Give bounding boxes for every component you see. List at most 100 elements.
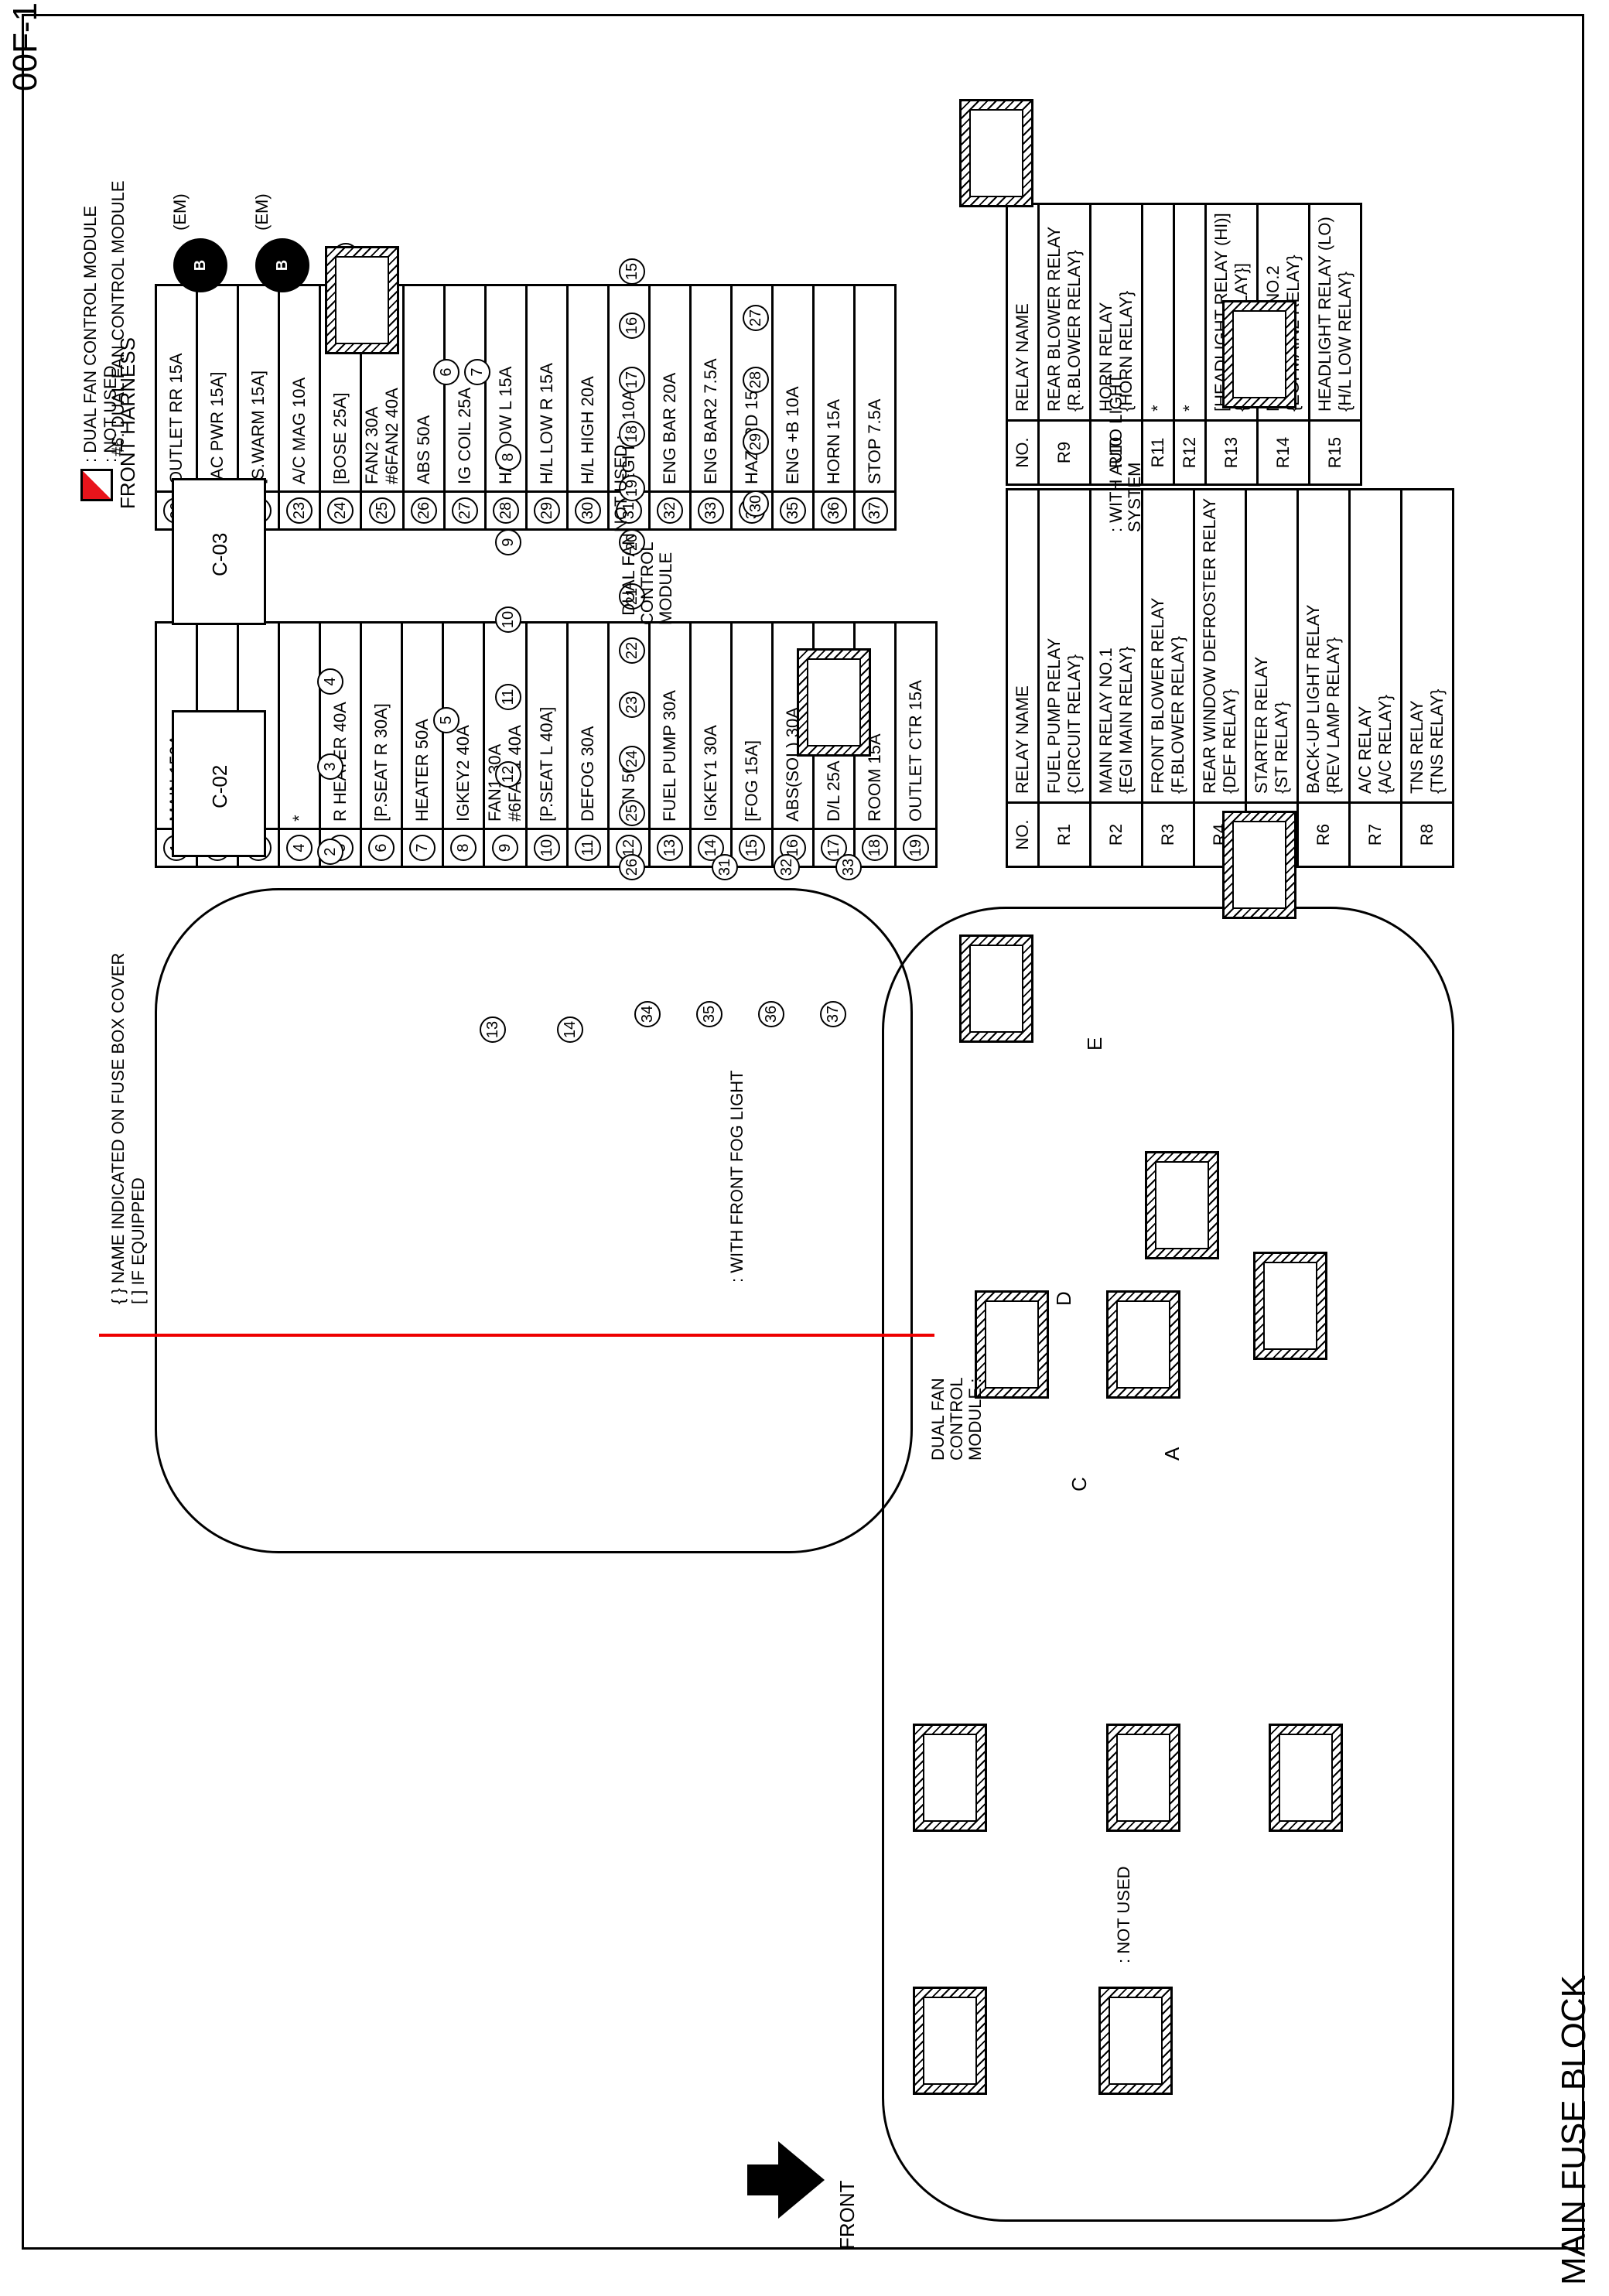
fuse-name-cell: [P.SEAT L 40A] <box>526 622 568 829</box>
relay-name: * <box>1148 405 1167 412</box>
fuse-name-cell: [S.WARM 15A] <box>237 285 279 492</box>
fuse-number: 8 <box>450 835 477 861</box>
fuse-number-cell: 4 <box>278 829 320 867</box>
diagram-fuse-32: 32 <box>774 854 800 880</box>
relay-header-no: NO. <box>1006 802 1039 867</box>
relay-name-alt: {R.BLOWER RELAY} <box>1064 250 1084 412</box>
fuse-row: 36 HORN 15A <box>813 285 855 530</box>
relay-name: BACK-UP LIGHT RELAY <box>1303 604 1323 794</box>
note-braces: { } NAME INDICATED ON FUSE BOX COVER <box>108 952 128 1304</box>
fuse-number-cell: 8 <box>442 829 484 867</box>
fuse-number: 6 <box>368 835 395 861</box>
fuse-number: 37 <box>862 497 888 524</box>
fuse-number: 36 <box>821 497 847 524</box>
fuse-row: 37 STOP 7.5A <box>854 285 896 530</box>
fuse-number-cell: 7 <box>401 829 443 867</box>
relay-number: R1 <box>1038 802 1091 867</box>
fuse-number: 7 <box>409 835 436 861</box>
relay-inner <box>969 945 1023 1033</box>
relay-row: R12* <box>1173 203 1206 485</box>
relay-number: R2 <box>1090 802 1143 867</box>
relay-name: A/C RELAY <box>1355 706 1375 794</box>
relay-name: REAR BLOWER RELAY <box>1044 226 1064 412</box>
relay-number: R9 <box>1038 420 1091 485</box>
relay-name-cell: REAR BLOWER RELAY{R.BLOWER RELAY} <box>1038 203 1091 421</box>
relay-inner <box>923 1997 977 2085</box>
relay-name: REAR WINDOW DEFROSTER RELAY <box>1200 497 1219 794</box>
relay-inner <box>969 109 1023 197</box>
fuse-name-cell: H/L HIGH 20A <box>567 285 609 492</box>
fuse-name: STOP 7.5A <box>865 398 884 484</box>
fuse-number-cell: 35 <box>772 491 814 530</box>
fuse-number: 35 <box>780 497 806 524</box>
relay-r12 <box>959 934 1033 1043</box>
fuse-name: FAN1 30A <box>485 743 504 822</box>
fuse-number: 19 <box>903 835 929 861</box>
relay-name: STARTER RELAY <box>1252 656 1271 794</box>
fuse-name-cell: IGKEY1 30A <box>690 622 732 829</box>
fuse-number-cell: 9 <box>483 829 527 867</box>
fuse-name: DEFOG 30A <box>578 726 597 822</box>
fuse-name: HEATER 50A <box>412 719 432 822</box>
fuse-number-cell: 23 <box>278 491 320 530</box>
relay-name-alt: {A/C RELAY} <box>1375 695 1395 794</box>
relay-name: FRONT BLOWER RELAY <box>1148 597 1167 794</box>
fuse-name: IG COIL 25A <box>455 387 474 484</box>
relay-name: MAIN RELAY NO.1 <box>1096 647 1115 794</box>
diagram-fuse-30: 30 <box>743 490 769 517</box>
relay-header-no-right: NO. <box>1006 420 1039 485</box>
dual-fan-ctrl-3: MODULE : <box>965 1378 985 1461</box>
fuse-name-cell: ABS 50A <box>403 285 445 492</box>
relay-inner <box>985 1300 1039 1389</box>
fuse-number-cell: 24 <box>319 491 361 530</box>
relay-inner <box>1279 1734 1333 1822</box>
relay-name-cell: A/C RELAY{A/C RELAY} <box>1349 489 1402 803</box>
fuse-number-cell: 15 <box>731 829 773 867</box>
diagram-fuse-9: 9 <box>495 529 521 555</box>
fuse-name-cell: HORN 15A <box>813 285 855 492</box>
relay-row: R11 * <box>1142 203 1174 485</box>
fuse-number: 24 <box>327 497 354 524</box>
relay-name-cell: STARTER RELAY{ST RELAY} <box>1245 489 1298 803</box>
fuse-name-cell: R HEATER 40A <box>319 622 361 829</box>
relay-number: R15 <box>1309 420 1361 485</box>
relay-r1 <box>797 648 871 757</box>
fuse-row: 7 HEATER 50A <box>401 622 443 867</box>
fuse-name-cell: [FOG 15A] <box>731 622 773 829</box>
fuse-number: 4 <box>286 835 313 861</box>
dual-fan-wire-line <box>99 1334 934 1337</box>
fuse-number: 23 <box>286 497 313 524</box>
fuse-row: 15[FOG 15A] <box>731 622 773 867</box>
diagram-fuse-3: 3 <box>317 753 343 780</box>
diagram-fuse-26: 26 <box>619 854 645 880</box>
relay-r4 <box>1098 1987 1173 2095</box>
fuse-name-cell: DEFOG 30A <box>567 622 609 829</box>
fuse-number-cell: 10 <box>526 829 568 867</box>
fuse-name: HORN 15A <box>824 398 843 484</box>
diagram-fuse-2: 2 <box>317 839 343 865</box>
relay-number: R11 <box>1142 420 1174 485</box>
relay-name-cell: TNS RELAY{TNS RELAY} <box>1401 489 1454 803</box>
fuse-name: H/L HIGH 20A <box>578 376 597 484</box>
relay-inner <box>923 1734 977 1822</box>
legend-not-used-text: : NOT USED <box>101 365 120 463</box>
fuse-number-cell: 36 <box>813 491 855 530</box>
relay-name-alt: {F.BLOWER RELAY} <box>1168 636 1187 794</box>
diagram-fuse-29: 29 <box>743 429 769 455</box>
diagram-fuse-27: 27 <box>743 305 769 331</box>
relay-number: R8 <box>1401 802 1454 867</box>
em-label-1: (EM) <box>170 193 190 231</box>
relay-r14 <box>959 99 1033 207</box>
relay-name-cell: MAIN RELAY NO.1{EGI MAIN RELAY} <box>1090 489 1143 803</box>
relay-number: R12 <box>1173 420 1206 485</box>
fuse-name-cell: * <box>278 622 320 829</box>
